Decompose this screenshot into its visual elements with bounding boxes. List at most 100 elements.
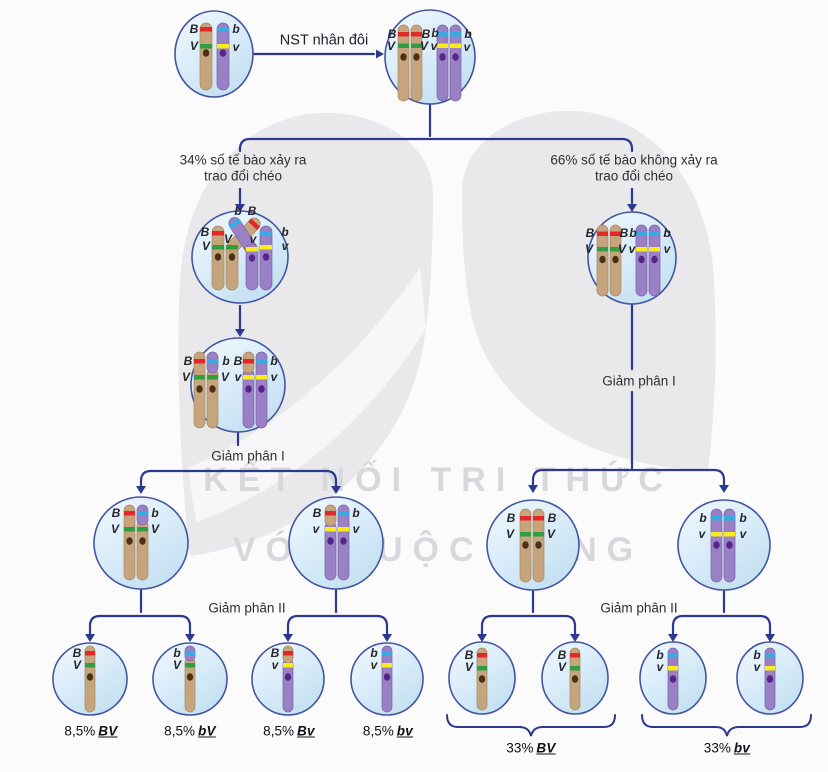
brace-33-BV (446, 714, 616, 737)
meiosis2-right-label: Giảm phân II (600, 600, 678, 616)
gene-label: B (200, 225, 210, 239)
result-label-bv-recomb: 8,5%bv (363, 724, 413, 739)
gene-label: B (421, 27, 431, 41)
gene-label: v (698, 527, 706, 541)
gene-label: b (753, 648, 761, 662)
gene-label: V (617, 242, 627, 256)
gene-label: V (110, 522, 120, 536)
gene-label: V (72, 658, 82, 672)
meiosis1-left-label: Giảm phân I (211, 448, 285, 464)
branch-right-line1: 66% số tế bào không xảy ra (550, 152, 718, 168)
gene-label: V (386, 39, 396, 53)
cell-meiosis1-left-a (93, 496, 189, 590)
gene-label: v (628, 242, 636, 256)
gene-label: v (430, 39, 438, 53)
result-label-Bv-recomb: 8,5%Bv (263, 724, 315, 739)
cell-meiosis1-right-b (677, 499, 771, 591)
gene-label: b (232, 22, 240, 36)
gamete-bv-parental-1 (639, 641, 707, 715)
gamete-BV-parental-1 (448, 641, 516, 715)
gene-label: V (201, 239, 211, 253)
result-genotype: bv (733, 740, 751, 756)
result-genotype: BV (98, 723, 118, 739)
gene-label: b (352, 506, 360, 520)
result-genotype: BV (536, 740, 556, 756)
gene-label: V (419, 39, 429, 53)
result-pct: 33% (506, 740, 534, 756)
result-genotype: bv (396, 723, 414, 739)
duplication-label: NST nhân đôi (279, 32, 369, 49)
gene-label: B (111, 506, 121, 520)
gene-label: B (464, 648, 474, 662)
cell-no-crossover (587, 211, 677, 305)
result-label-BV-recomb: 8,5%BV (64, 724, 117, 739)
meiosis1-right-label: Giảm phân I (602, 373, 676, 389)
gene-label: v (352, 522, 360, 536)
branch-left-line1: 34% số tế bào xảy ra (179, 152, 307, 168)
gene-label: v (234, 370, 242, 384)
gene-label: B (619, 226, 629, 240)
result-pct: 8,5% (164, 723, 195, 739)
gene-label: V (181, 370, 191, 384)
gene-label: b (222, 354, 230, 368)
gene-label: v (753, 660, 761, 674)
gene-label: B (72, 646, 82, 660)
gene-label: B (247, 204, 257, 218)
gene-label: B (506, 511, 516, 525)
gene-label: V (584, 242, 594, 256)
gene-label: b (629, 226, 637, 240)
gene-label: V (505, 527, 515, 541)
gene-label: b (234, 204, 242, 218)
gene-label: B (233, 354, 243, 368)
gene-label: B (312, 506, 322, 520)
gamete-Bv-recomb (251, 642, 325, 716)
gene-label: B (557, 648, 567, 662)
gene-label: V (172, 658, 182, 672)
gene-label: v (663, 242, 671, 256)
result-genotype: Bv (296, 723, 315, 739)
gamete-BV-parental-2 (541, 641, 609, 715)
gene-label: B (547, 511, 557, 525)
gene-label: V (464, 660, 474, 674)
gene-label: B (585, 226, 595, 240)
branch-left-line2: trao đổi chéo (203, 168, 283, 183)
arrow-right-icon (376, 49, 384, 59)
gene-label: v (232, 40, 240, 54)
gene-label: V (150, 522, 160, 536)
result-pct: 33% (703, 740, 731, 756)
watermark-text-line1: KẾT NỐI TRI THỨC (203, 460, 673, 499)
gene-label: b (656, 648, 664, 662)
gene-label: V (223, 232, 233, 246)
gene-label: B (387, 27, 397, 41)
gene-label: B (270, 646, 280, 660)
result-genotype: bV (197, 723, 216, 739)
gamete-bv-recomb (350, 642, 424, 716)
connector-lines (88, 52, 772, 636)
cell-duplicated (384, 9, 476, 105)
gene-label: b (281, 225, 289, 239)
result-pct: 8,5% (263, 723, 294, 739)
gene-label: v (249, 232, 257, 246)
result-label-BV-parental: 33%BV (506, 741, 555, 756)
branch-right-line2: trao đổi chéo (594, 168, 674, 183)
arrowheads (85, 49, 775, 642)
gene-label: b (699, 511, 707, 525)
gene-label: b (173, 646, 181, 660)
gene-label: V (546, 527, 556, 541)
branch-right-label: 66% số tế bào không xảy ra trao đổi chéo (550, 153, 717, 184)
gene-label: v (312, 522, 320, 536)
gene-label: V (189, 39, 199, 53)
gene-label: b (739, 511, 747, 525)
gene-label: v (739, 527, 747, 541)
gene-label: v (281, 239, 289, 253)
gene-label: v (656, 660, 664, 674)
gene-label: V (220, 370, 230, 384)
gene-label: v (270, 370, 278, 384)
result-pct: 8,5% (64, 723, 96, 739)
gene-label: b (370, 646, 378, 660)
gene-label: b (464, 27, 472, 41)
cell-meiosis1-left-b (288, 496, 384, 590)
result-pct: 8,5% (362, 723, 394, 739)
